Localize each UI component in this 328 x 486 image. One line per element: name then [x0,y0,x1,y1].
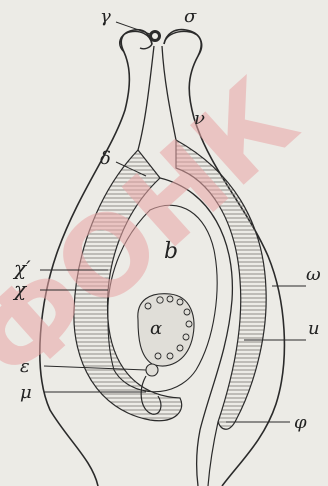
egg-cell-epsilon [146,364,158,376]
label-alpha: α [150,318,162,339]
label-u: u [308,318,320,339]
right-micropyle-lobe [164,32,202,57]
label-mu: μ [20,382,32,403]
funicle-outline [208,422,218,486]
label-delta: δ [100,148,111,169]
label-chi: χ [12,277,28,301]
label-epsilon: ε [20,356,30,377]
label-omega: ω [306,264,321,285]
label-b: b [164,239,178,264]
label-nu: ν [194,108,205,129]
label-gamma: γ [100,6,111,27]
label-sigma: σ [184,6,197,27]
gamma-structure-center [152,33,158,39]
label-phi: φ [294,412,307,433]
